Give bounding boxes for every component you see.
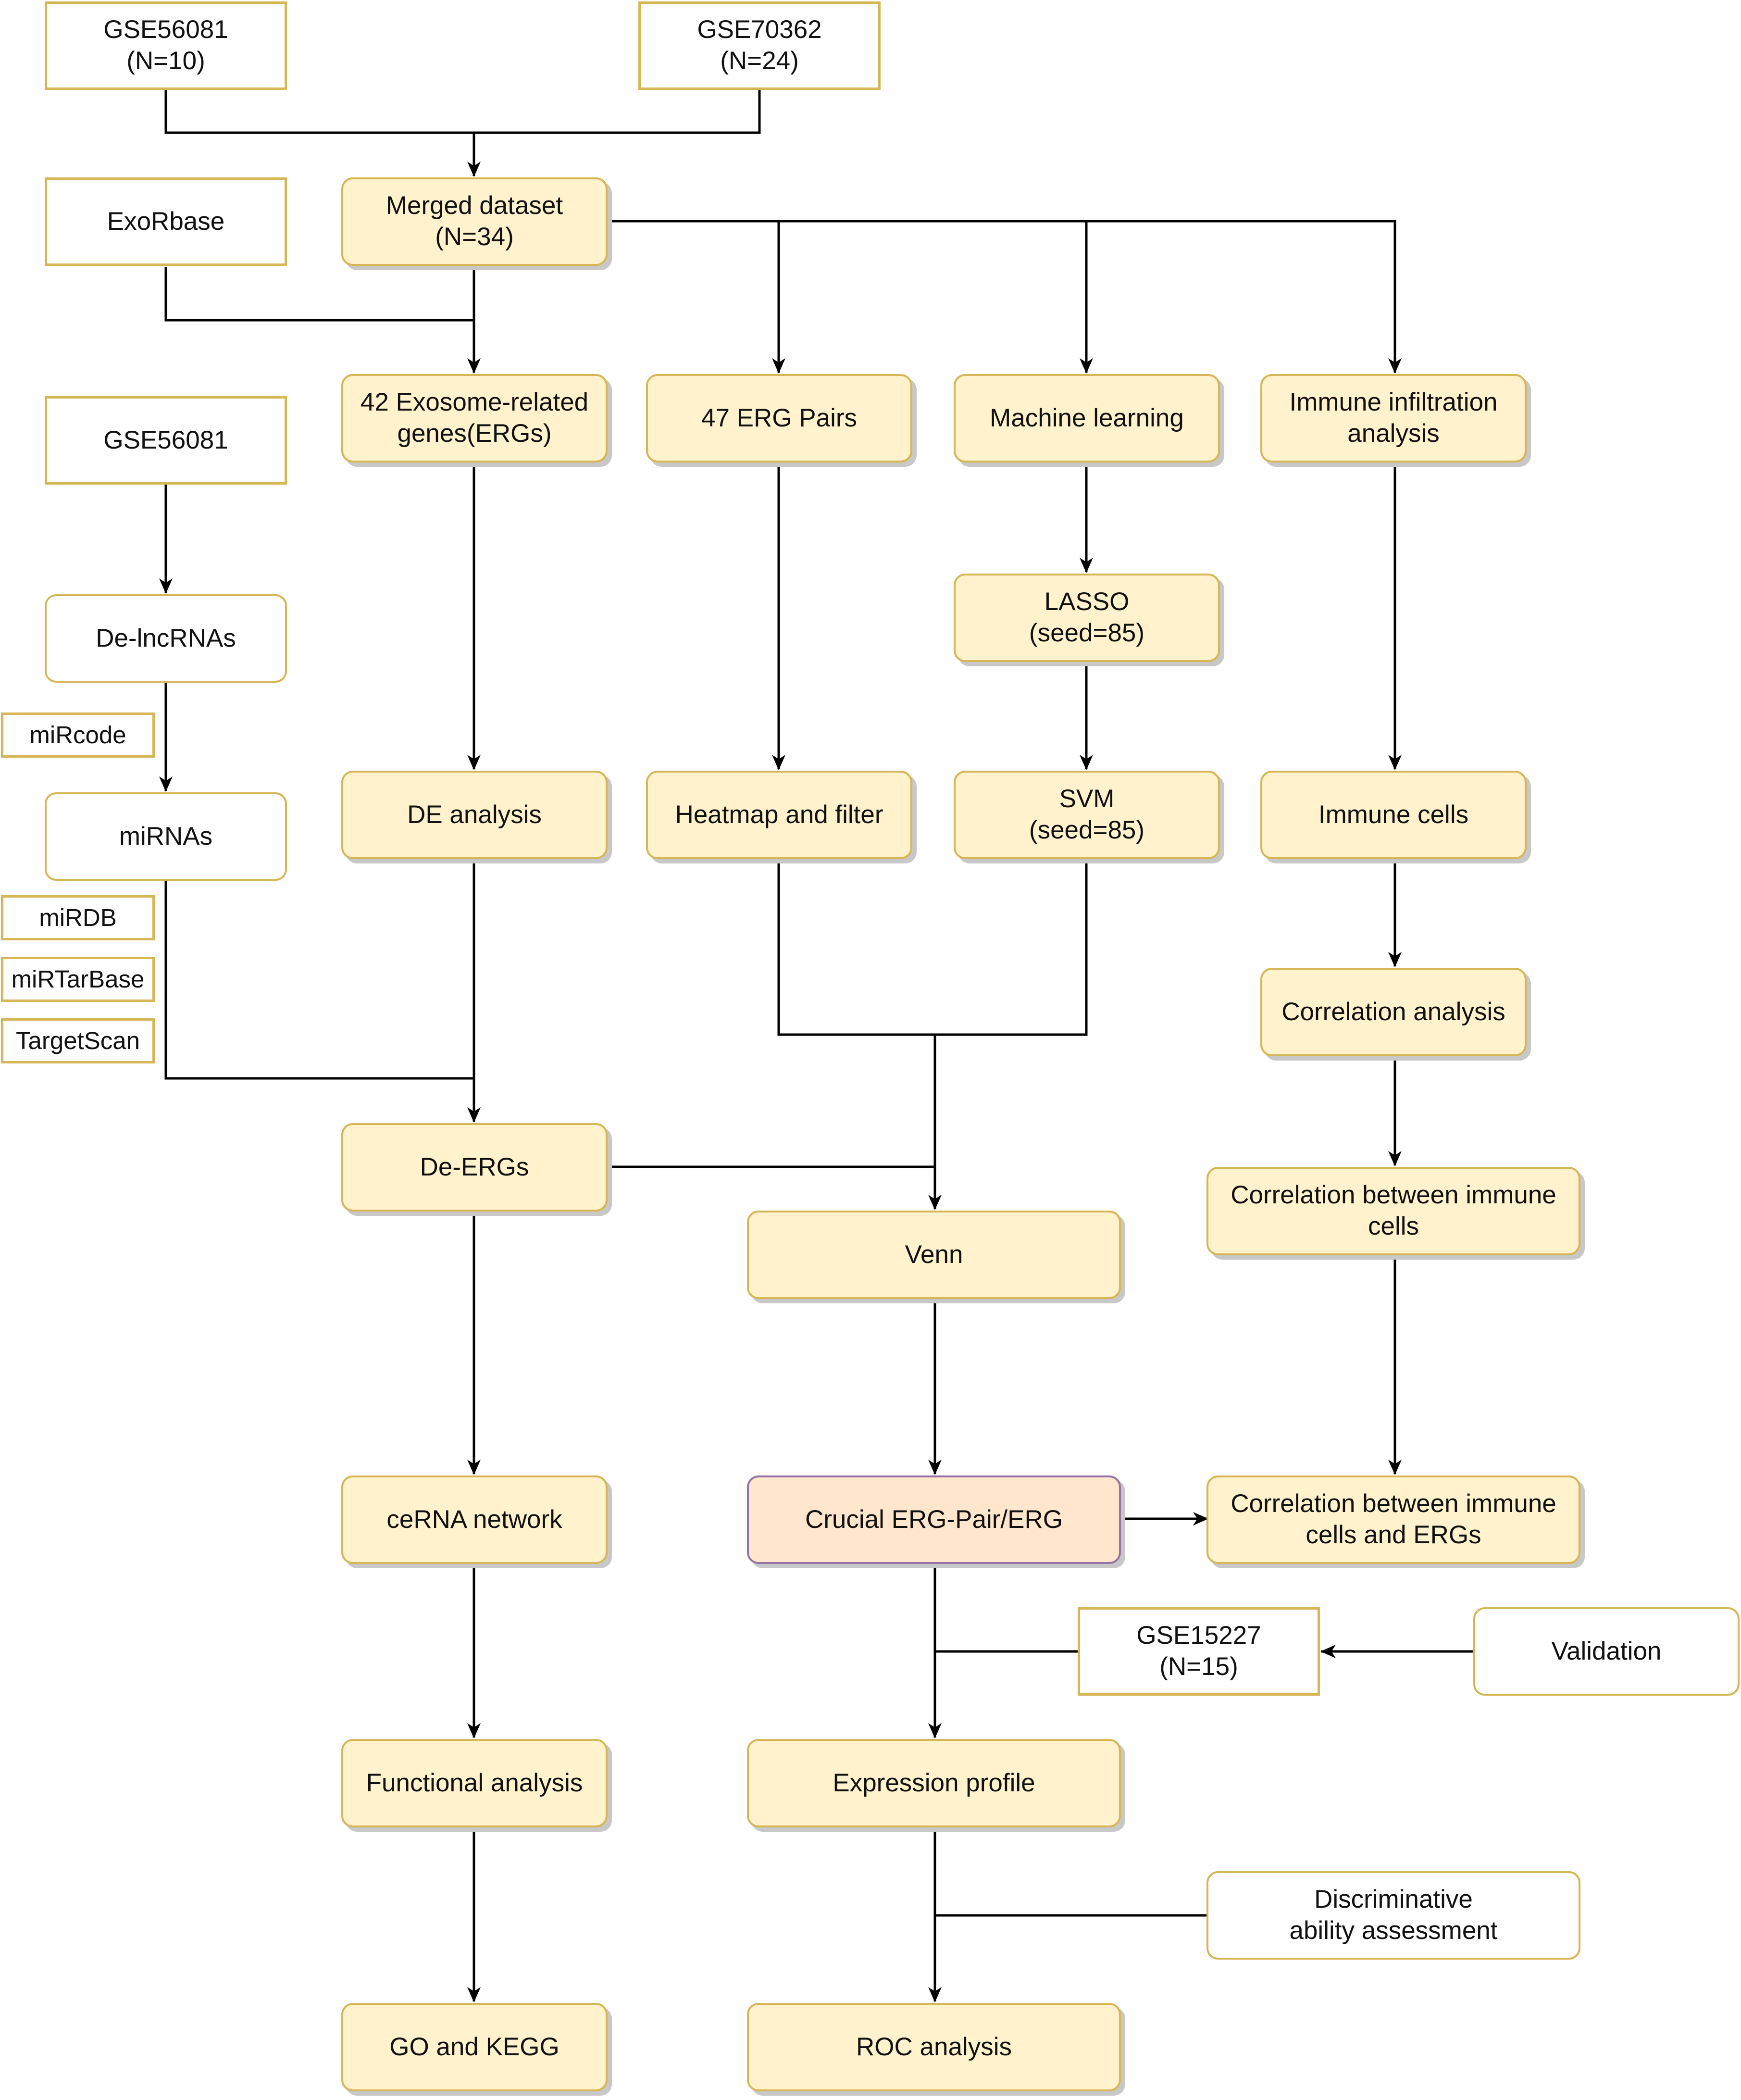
node-roc-analysis: ROC analysis [747, 2003, 1121, 2091]
node-functional-analysis: Functional analysis [341, 1739, 608, 1827]
node-immune-infiltration: Immune infiltration analysis [1260, 374, 1527, 462]
node-validation: Validation [1473, 1607, 1740, 1696]
node-gse15227: GSE15227 (N=15) [1078, 1607, 1320, 1696]
node-exosome-genes: 42 Exosome-related genes(ERGs) [341, 374, 608, 462]
node-correlation-analysis: Correlation analysis [1260, 968, 1527, 1056]
node-venn: Venn [747, 1211, 1121, 1299]
node-correlation-immune-ergs: Correlation between immune cells and ERG… [1206, 1475, 1580, 1564]
node-gse70362: GSE70362 (N=24) [638, 1, 881, 90]
node-machine-learning: Machine learning [954, 374, 1220, 462]
edge-heatmap-join [777, 860, 1088, 1036]
edge-gse70362-merged [474, 90, 761, 134]
node-svm: SVM (seed=85) [954, 771, 1220, 859]
node-expression-profile: Expression profile [747, 1739, 1121, 1827]
edge-gse56081-merged [164, 90, 481, 177]
node-erg-pairs: 47 ERG Pairs [646, 374, 912, 462]
node-immune-cells: Immune cells [1260, 771, 1527, 859]
node-de-analysis: DE analysis [341, 771, 608, 859]
edge-exorbase-ergs42 [164, 267, 474, 322]
edge-mirnas-deergs [164, 881, 474, 1080]
node-gse56081-mid: GSE56081 [45, 396, 287, 485]
node-cerna-network: ceRNA network [341, 1475, 608, 1564]
node-correlation-immune-cells: Correlation between immune cells [1206, 1167, 1580, 1255]
node-mirtarbase: miRTarBase [1, 957, 155, 1002]
node-mircode: miRcode [1, 712, 155, 758]
node-targetscan: TargetScan [1, 1018, 155, 1063]
node-heatmap-filter: Heatmap and filter [646, 771, 912, 859]
node-mirdb: miRDB [1, 895, 155, 940]
node-go-kegg: GO and KEGG [341, 2003, 608, 2091]
node-lasso: LASSO (seed=85) [954, 574, 1220, 662]
node-gse56081-top: GSE56081 (N=10) [45, 1, 287, 90]
node-de-ergs: De-ERGs [341, 1123, 608, 1212]
node-merged-dataset: Merged dataset (N=34) [341, 177, 608, 266]
node-crucial-erg: Crucial ERG-Pair/ERG [747, 1475, 1121, 1564]
node-exorbase: ExoRbase [45, 177, 287, 266]
edge-merged-branch [608, 220, 1402, 374]
node-mirnas: miRNAs [45, 792, 287, 881]
node-discriminative-assessment: Discriminative ability assessment [1206, 1871, 1580, 1960]
node-de-lncrnas: De-lncRNAs [45, 594, 287, 683]
